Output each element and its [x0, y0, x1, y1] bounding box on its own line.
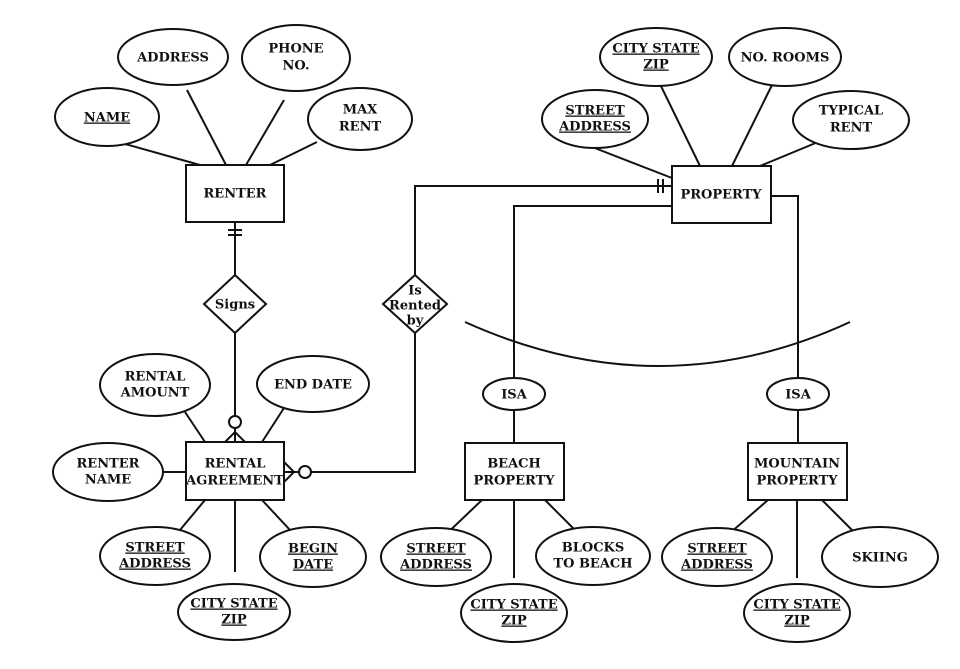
attr-ra-begin-date-line1: BEGIN	[288, 542, 338, 557]
attr-mountain-street-address-line2: ADDRESS	[680, 558, 753, 573]
entity-rental-agreement-line1: RENTAL	[205, 457, 266, 472]
relationship-signs-label: Signs	[215, 298, 255, 313]
attr-property-city-state-zip-line1: CITY STATE	[612, 42, 699, 57]
subtype-arc	[464, 321, 851, 367]
attr-beach-street-address-line2: ADDRESS	[399, 558, 472, 573]
relationship-is-rented-by-line1: Is	[408, 284, 421, 299]
attr-ra-city-state-zip[interactable]: CITY STATE ZIP	[177, 583, 291, 641]
attr-property-typical-rent-line1: TYPICAL	[819, 104, 883, 119]
attr-property-street-address-line2: ADDRESS	[558, 120, 631, 135]
attr-mountain-street-address-line1: STREET	[687, 542, 747, 557]
isa-mountain-label: ISA	[785, 388, 811, 403]
attr-ra-street-address-line1: STREET	[125, 541, 185, 556]
entity-property-label: PROPERTY	[680, 188, 762, 203]
cardinality-marks	[224, 179, 664, 483]
attr-renter-max-rent[interactable]: MAX RENT	[307, 87, 413, 151]
attr-mountain-street-address[interactable]: STREET ADDRESS	[661, 527, 773, 587]
relationship-is-rented-by-line2: Rented	[389, 299, 441, 314]
isa-beach[interactable]: ISA	[482, 377, 546, 411]
attr-ra-end-date[interactable]: END DATE	[256, 355, 370, 413]
attr-ra-renter-name-line2: NAME	[85, 473, 131, 488]
attr-ra-begin-date-line2: DATE	[293, 558, 333, 573]
attr-ra-city-state-zip-line1: CITY STATE	[190, 597, 277, 612]
attr-beach-street-address[interactable]: STREET ADDRESS	[380, 527, 492, 587]
attr-ra-city-state-zip-line2: ZIP	[221, 613, 247, 628]
attr-beach-city-state-zip-line1: CITY STATE	[470, 598, 557, 613]
attr-mountain-city-state-zip-line2: ZIP	[784, 614, 810, 629]
entity-renter-label: RENTER	[204, 187, 267, 202]
isa-mountain[interactable]: ISA	[766, 377, 830, 411]
attr-beach-city-state-zip-line2: ZIP	[501, 614, 527, 629]
attr-mountain-city-state-zip-line1: CITY STATE	[753, 598, 840, 613]
attr-renter-address-label: ADDRESS	[136, 51, 209, 66]
entity-mountain-property-line1: MOUNTAIN	[754, 457, 840, 472]
attr-renter-phone[interactable]: PHONE NO.	[241, 24, 351, 92]
ra-crow-foot-top	[224, 430, 246, 443]
entity-rental-agreement[interactable]: RENTAL AGREEMENT	[185, 441, 285, 501]
attr-property-street-address[interactable]: STREET ADDRESS	[541, 89, 649, 149]
ra-zero-mark-top	[228, 415, 242, 429]
attr-property-city-state-zip[interactable]: CITY STATE ZIP	[599, 27, 713, 87]
relationship-is-rented-by-line3: by	[407, 314, 424, 329]
attr-ra-street-address-line2: ADDRESS	[118, 557, 191, 572]
attr-ra-rental-amount-line2: AMOUNT	[120, 386, 190, 401]
attr-renter-name-label: NAME	[84, 111, 130, 126]
entity-property[interactable]: PROPERTY	[671, 165, 772, 224]
attr-beach-blocks-to-beach-line1: BLOCKS	[562, 541, 625, 556]
attr-renter-max-rent-line2: RENT	[339, 120, 382, 135]
ra-crow-foot-right	[283, 461, 296, 483]
attr-property-typical-rent-line2: RENT	[830, 121, 873, 136]
attr-property-no-rooms-label: NO. ROOMS	[741, 51, 830, 66]
entity-mountain-property-line2: PROPERTY	[756, 474, 838, 489]
attr-renter-name[interactable]: NAME	[54, 87, 160, 147]
attr-renter-phone-line1: PHONE	[268, 42, 323, 57]
attr-ra-street-address[interactable]: STREET ADDRESS	[99, 526, 211, 586]
attr-ra-rental-amount-line1: RENTAL	[125, 370, 186, 385]
relationship-signs[interactable]: Signs	[202, 273, 268, 335]
attr-renter-phone-line2: NO.	[283, 59, 310, 74]
attr-ra-end-date-label: END DATE	[274, 378, 352, 393]
entity-beach-property-line2: PROPERTY	[473, 474, 555, 489]
ra-zero-mark-right	[298, 465, 312, 479]
attr-mountain-skiing[interactable]: SKIING	[821, 526, 939, 588]
attr-ra-rental-amount[interactable]: RENTAL AMOUNT	[99, 353, 211, 417]
attr-property-street-address-line1: STREET	[565, 104, 625, 119]
entity-mountain-property[interactable]: MOUNTAIN PROPERTY	[747, 442, 848, 501]
attr-beach-blocks-to-beach[interactable]: BLOCKS TO BEACH	[535, 526, 651, 586]
relationship-is-rented-by[interactable]: Is Rented by	[381, 273, 449, 335]
connectors	[110, 79, 863, 578]
attr-renter-max-rent-line1: MAX	[343, 103, 378, 118]
attr-mountain-skiing-label: SKIING	[852, 551, 908, 566]
entity-beach-property[interactable]: BEACH PROPERTY	[464, 442, 565, 501]
attr-beach-blocks-to-beach-line2: TO BEACH	[553, 557, 632, 572]
attr-mountain-city-state-zip[interactable]: CITY STATE ZIP	[743, 583, 851, 643]
isa-beach-label: ISA	[501, 388, 527, 403]
attr-ra-renter-name-line1: RENTER	[77, 457, 140, 472]
attr-beach-city-state-zip[interactable]: CITY STATE ZIP	[460, 583, 568, 643]
entity-renter[interactable]: RENTER	[185, 164, 285, 223]
attr-property-typical-rent[interactable]: TYPICAL RENT	[792, 90, 910, 150]
attr-ra-begin-date[interactable]: BEGIN DATE	[259, 526, 367, 588]
attr-property-city-state-zip-line2: ZIP	[643, 58, 669, 73]
entity-rental-agreement-line2: AGREEMENT	[185, 474, 284, 489]
entity-beach-property-line1: BEACH	[487, 457, 541, 472]
attr-renter-address[interactable]: ADDRESS	[117, 28, 229, 86]
attr-beach-street-address-line1: STREET	[406, 542, 466, 557]
attr-property-no-rooms[interactable]: NO. ROOMS	[728, 27, 842, 87]
attr-ra-renter-name[interactable]: RENTER NAME	[52, 442, 164, 502]
